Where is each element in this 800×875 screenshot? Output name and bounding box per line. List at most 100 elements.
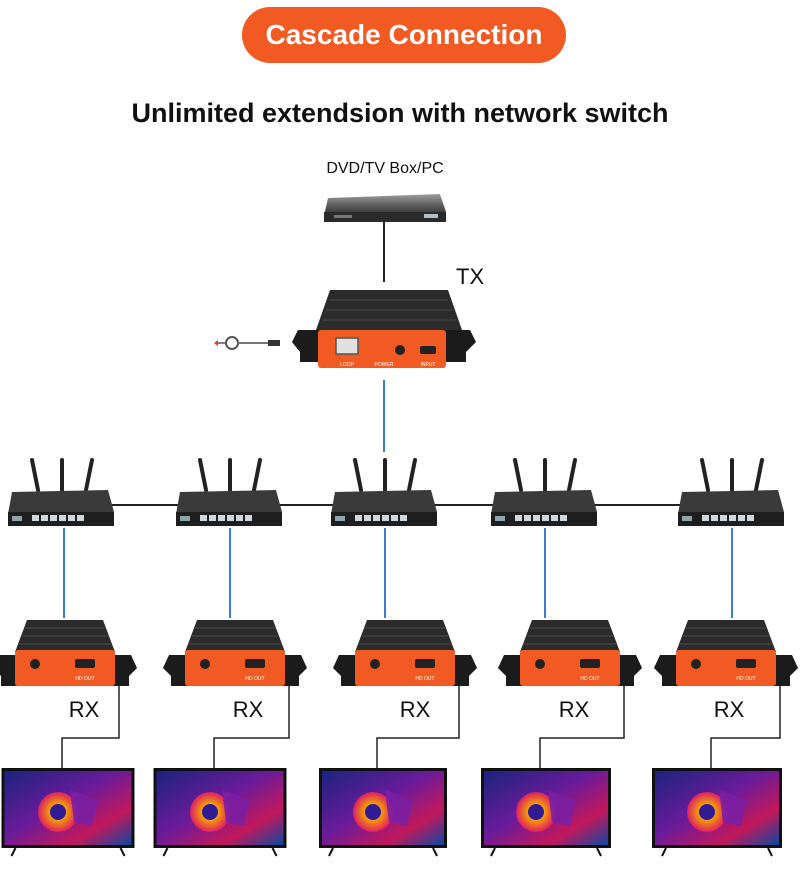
lan-port bbox=[720, 515, 727, 521]
lan-port bbox=[41, 515, 48, 521]
hdmi-cable-tv bbox=[710, 686, 781, 768]
antenna-icon bbox=[84, 458, 94, 492]
tv-foot bbox=[596, 847, 602, 857]
hdmi-port-icon bbox=[415, 659, 435, 668]
lan-port bbox=[400, 515, 407, 521]
lan-port bbox=[355, 515, 362, 521]
hd-out-label: HD OUT bbox=[415, 676, 434, 682]
lan-port bbox=[59, 515, 66, 521]
subtitle: Unlimited extendsion with network switch bbox=[131, 98, 669, 128]
lan-port bbox=[245, 515, 252, 521]
display-tv bbox=[652, 768, 782, 857]
network-switch bbox=[176, 458, 282, 618]
lan-port bbox=[533, 515, 540, 521]
rx-label-1: RX bbox=[68, 697, 100, 722]
receiver-device: HD OUT bbox=[498, 620, 642, 768]
lan-port bbox=[218, 515, 225, 521]
tx-port-label-loop: LOOP bbox=[340, 362, 355, 368]
receiver-device: HD OUT bbox=[654, 620, 798, 768]
display-tv bbox=[153, 768, 287, 857]
transmitter-device: LOOP POWER INPUT bbox=[292, 290, 476, 368]
hdmi-port-icon bbox=[245, 659, 265, 668]
tv-foot bbox=[328, 847, 334, 857]
source-device bbox=[324, 194, 446, 222]
tv-foot bbox=[119, 847, 126, 857]
hd-out-label: HD OUT bbox=[75, 676, 94, 682]
network-switch bbox=[8, 458, 114, 618]
tx-port-label-input: INPUT bbox=[421, 362, 436, 368]
antenna-icon bbox=[252, 458, 262, 492]
network-switch bbox=[331, 458, 437, 618]
lan-port bbox=[391, 515, 398, 521]
hdmi-port-icon bbox=[580, 659, 600, 668]
power-jack-icon bbox=[200, 659, 210, 669]
lan-port bbox=[382, 515, 389, 521]
tv-foot bbox=[490, 847, 496, 857]
tv-foot bbox=[10, 847, 17, 857]
tv-foot bbox=[271, 847, 278, 857]
lan-port bbox=[68, 515, 75, 521]
lan-port bbox=[524, 515, 531, 521]
lan-port bbox=[77, 515, 84, 521]
tv-foot bbox=[162, 847, 169, 857]
antenna-icon bbox=[407, 458, 417, 492]
hd-out-label: HD OUT bbox=[245, 676, 264, 682]
lan-port bbox=[738, 515, 745, 521]
antenna-icon bbox=[567, 458, 577, 492]
receiver-device: HD OUT bbox=[333, 620, 477, 768]
lan-port bbox=[729, 515, 736, 521]
power-plug-icon bbox=[214, 336, 280, 350]
hdmi-cable-tv bbox=[61, 686, 120, 768]
hdmi-cable-tv bbox=[376, 686, 460, 768]
antenna-icon bbox=[198, 458, 208, 492]
power-jack-icon bbox=[535, 659, 545, 669]
lan-port bbox=[542, 515, 549, 521]
receiver-device: HD OUT bbox=[0, 620, 137, 768]
tx-label: TX bbox=[456, 264, 485, 289]
receiver-device: HD OUT bbox=[163, 620, 307, 768]
hdmi-cable-tv bbox=[213, 686, 290, 768]
rx-label-2: RX bbox=[232, 697, 264, 722]
power-jack-icon bbox=[691, 659, 701, 669]
tx-port-label-power: POWER bbox=[375, 362, 394, 368]
rx-label-4: RX bbox=[558, 697, 590, 722]
tv-foot bbox=[432, 847, 438, 857]
network-switch bbox=[491, 458, 597, 618]
lan-port bbox=[551, 515, 558, 521]
lan-port bbox=[373, 515, 380, 521]
source-label: DVD/TV Box/PC bbox=[326, 160, 444, 177]
hdmi-port-icon bbox=[736, 659, 756, 668]
hd-out-label: HD OUT bbox=[736, 676, 755, 682]
antenna-icon bbox=[700, 458, 710, 492]
lan-port bbox=[702, 515, 709, 521]
lan-port bbox=[209, 515, 216, 521]
lan-port bbox=[364, 515, 371, 521]
title-banner: Cascade Connection bbox=[242, 7, 566, 63]
hdmi-port-icon bbox=[75, 659, 95, 668]
lan-port bbox=[711, 515, 718, 521]
tv-foot bbox=[661, 847, 667, 857]
antenna-icon bbox=[754, 458, 764, 492]
lan-port bbox=[227, 515, 234, 521]
antenna-icon bbox=[30, 458, 40, 492]
display-tv bbox=[1, 768, 135, 857]
tv-foot bbox=[767, 847, 773, 857]
hd-out-label: HD OUT bbox=[580, 676, 599, 682]
antenna-icon bbox=[513, 458, 523, 492]
lan-port bbox=[747, 515, 754, 521]
network-switch bbox=[678, 458, 784, 618]
lan-port bbox=[200, 515, 207, 521]
antenna-icon bbox=[353, 458, 363, 492]
lan-port bbox=[236, 515, 243, 521]
lan-port bbox=[515, 515, 522, 521]
rx-label-3: RX bbox=[399, 697, 431, 722]
rx-label-5: RX bbox=[713, 697, 745, 722]
display-tv bbox=[481, 768, 611, 857]
display-tv bbox=[319, 768, 447, 857]
lan-port bbox=[50, 515, 57, 521]
lan-port bbox=[560, 515, 567, 521]
power-jack-icon bbox=[30, 659, 40, 669]
lan-port bbox=[32, 515, 39, 521]
